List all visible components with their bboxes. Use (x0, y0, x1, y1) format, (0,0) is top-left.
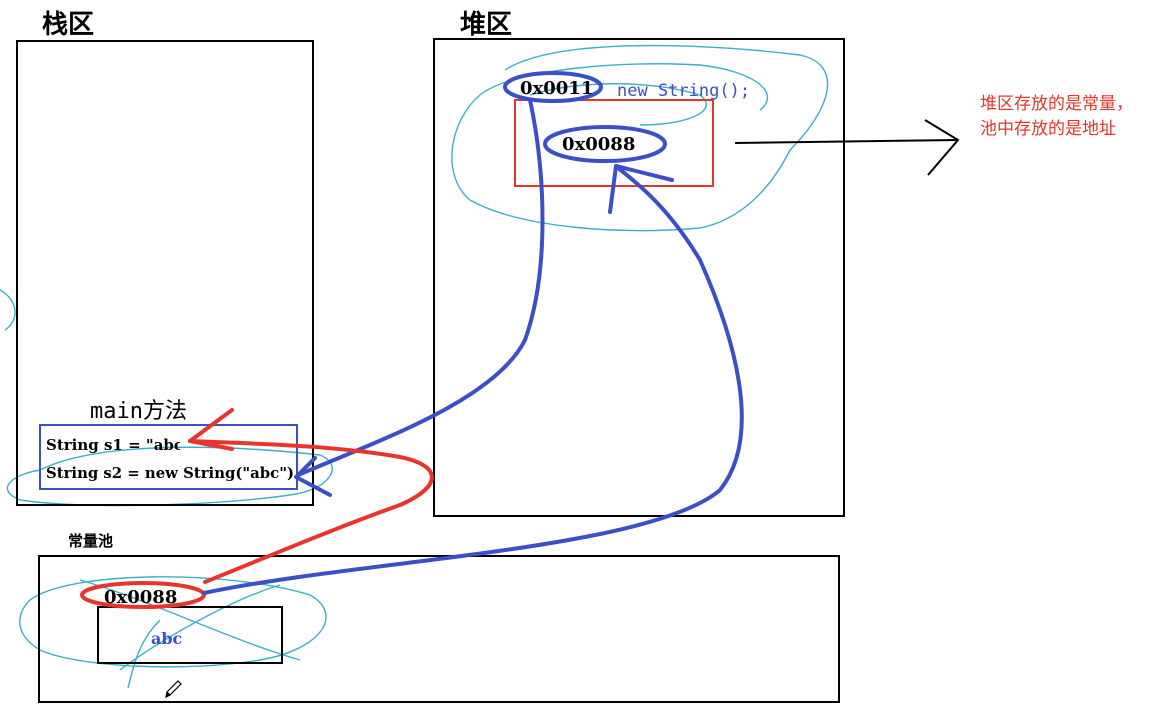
main-scribble (6, 446, 333, 507)
constant-pool-title: 常量池 (68, 532, 113, 550)
annotation-arrow (734, 119, 960, 176)
red-arrow (188, 408, 434, 584)
heap-inner-address: 0x0088 (562, 134, 635, 155)
constant-pool-address: 0x0088 (104, 587, 177, 608)
arrow-heap-to-s2-head (294, 456, 332, 497)
annotation-line-1: 堆区存放的是常量， (980, 94, 1133, 114)
pencil-icon (165, 680, 182, 699)
heap-outer-address-ellipse (503, 71, 603, 103)
stack-title: 栈区 (42, 10, 94, 40)
arrow-s1-to-pool (188, 439, 434, 584)
constant-pool-box (38, 555, 840, 703)
stack-box (16, 40, 314, 506)
arrow-pool-to-heap-head (608, 164, 674, 214)
main-method-line-2: String s2 = new String("abc") (46, 464, 294, 482)
heap-constructor-text: new String(); (617, 81, 750, 101)
heap-inner-address-ellipse (543, 125, 667, 163)
arrow-pool-to-heap (202, 166, 744, 595)
constant-pool-address-ellipse (80, 581, 206, 609)
arrow-s1-to-pool-head (188, 408, 234, 451)
heap-scribble (451, 44, 829, 232)
left-edge-scribble (0, 289, 16, 331)
main-method-line-1: String s1 = "abc"; (46, 436, 196, 454)
heap-outer-address: 0x0011 (520, 78, 593, 99)
annotation-line-2: 池中存放的是地址 (980, 119, 1116, 139)
pool-scribble-2 (79, 579, 301, 689)
blue-arrows (202, 98, 744, 595)
main-method-box (39, 424, 298, 490)
constant-pool-value-box (97, 606, 283, 664)
cyan-scribbles (0, 44, 829, 689)
main-method-title: main方法 (90, 399, 187, 424)
heap-box (433, 38, 845, 517)
arrow-heap-to-s2 (296, 98, 545, 477)
heap-title: 堆区 (460, 10, 512, 40)
constant-pool-value: abc (151, 629, 183, 648)
heap-scribble-2 (529, 83, 707, 126)
